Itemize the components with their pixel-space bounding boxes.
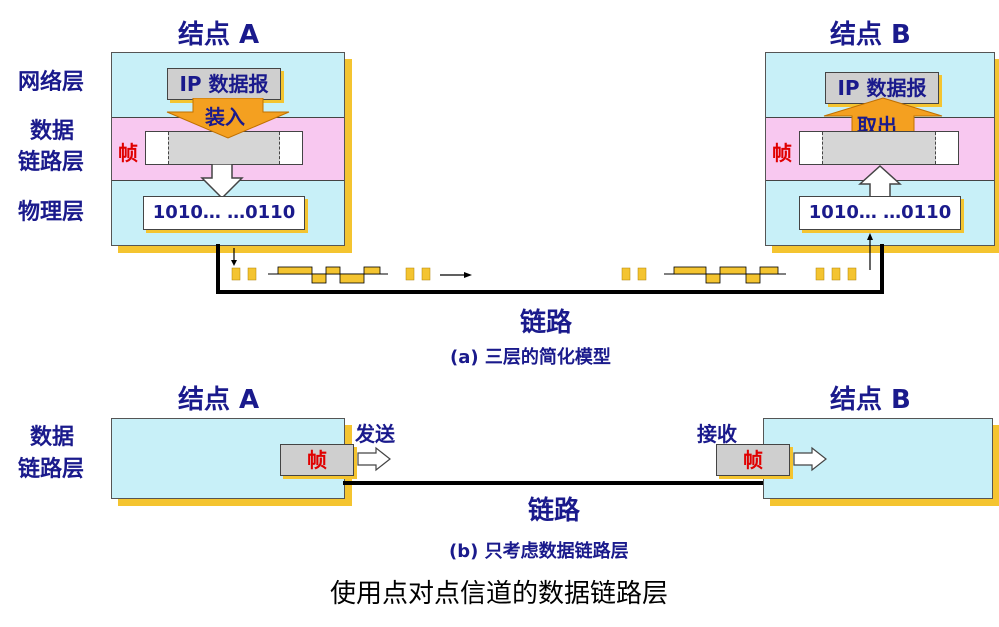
node-b-frame-b: 帧 [716,444,790,476]
node-a-frame-b: 帧 [280,444,354,476]
node-b-bits: 1010… …0110 [799,196,961,230]
layer-label-physical: 物理层 [18,200,85,225]
encapsulate-arrow-icon [166,98,290,139]
layer-label-network: 网络层 [18,70,85,95]
send-label: 发送 [355,422,395,446]
down-arrow-icon [200,164,244,200]
link-a-label: 链路 [520,308,573,338]
layer-label-datalink-2: 链路层 [18,150,85,175]
send-arrow-icon [357,446,391,472]
link-a-line [216,233,884,294]
node-b-frame [799,131,959,165]
link-b-label: 链路 [528,496,581,526]
node-a-frame-label: 帧 [118,141,138,165]
caption-a: (a) 三层的简化模型 [450,347,611,368]
encapsulate-label: 装入 [205,105,245,129]
node-b-ip-datagram: IP 数据报 [825,72,939,104]
caption-b: (b) 只考虑数据链路层 [449,541,629,562]
layer-label-b-1: 数据 [30,425,75,450]
node-a-title-b: 结点 A [178,385,260,415]
node-b-frame-payload [822,132,936,164]
node-a-title: 结点 A [178,20,260,50]
node-a-frame-payload [168,132,280,164]
receive-arrow-icon [793,446,827,472]
footer-title: 使用点对点信道的数据链路层 [330,579,669,609]
signal-waveform-right-icon [664,266,786,284]
layer-label-datalink-1: 数据 [30,119,75,144]
node-b-title-b: 结点 B [830,385,911,415]
signal-waveform-left-icon [268,266,388,284]
receive-label: 接收 [697,422,737,446]
node-b-title: 结点 B [830,20,911,50]
layer-label-b-2: 链路层 [18,457,85,482]
node-a-bits: 1010… …0110 [143,196,305,230]
node-b-frame-label: 帧 [772,141,792,165]
